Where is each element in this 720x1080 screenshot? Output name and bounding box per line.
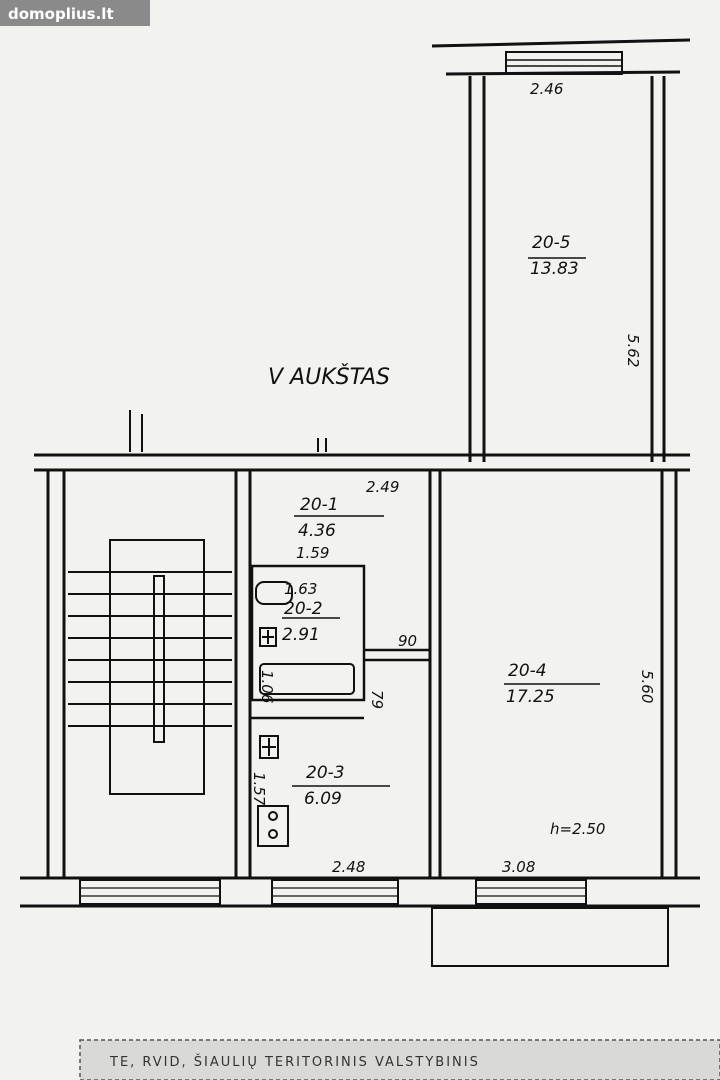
staircase xyxy=(68,539,232,795)
room-20-1-number: 20-1 xyxy=(300,495,339,515)
room-20-4-area: 17.25 xyxy=(506,687,555,707)
room-20-5-number: 20-5 xyxy=(532,233,571,253)
sink-icon xyxy=(259,627,277,647)
dim-kitchen-width: 2.48 xyxy=(332,858,365,876)
floor-title: V AUKŠTAS xyxy=(268,364,390,390)
fixtures xyxy=(255,257,600,847)
room-20-4-number: 20-4 xyxy=(508,661,547,681)
dim-wall-small: 79 xyxy=(368,690,386,709)
dim-bath-width: 1.63 xyxy=(284,580,317,598)
room-20-3-area: 6.09 xyxy=(304,789,342,809)
dim-room4-depth: 5.60 xyxy=(638,670,656,703)
room-20-3-number: 20-3 xyxy=(306,763,345,783)
watermark-text: domoplius.lt xyxy=(8,5,114,23)
ceiling-height: h=2.50 xyxy=(550,820,605,838)
dim-top-window: 2.46 xyxy=(530,80,563,98)
stove-icon xyxy=(257,805,289,847)
bathtub-icon xyxy=(259,663,355,695)
kitchen-sink-icon xyxy=(259,735,279,759)
dim-hall-depth: 1.59 xyxy=(296,544,329,562)
watermark-bg xyxy=(0,0,150,26)
dim-room4-width: 3.08 xyxy=(502,858,535,876)
room-20-1-area: 4.36 xyxy=(298,521,336,541)
dim-bath-side: 1.06 xyxy=(258,670,276,703)
footer-text: TE, RVID, ŠIAULIŲ TERITORINIS VALSTYBINI… xyxy=(109,1054,480,1070)
room-20-5-area: 13.83 xyxy=(530,259,579,279)
room-20-2-area: 2.91 xyxy=(282,625,320,645)
footer-stamp xyxy=(79,1039,720,1080)
dim-door-small: 90 xyxy=(398,632,417,650)
room-20-2-number: 20-2 xyxy=(284,599,323,619)
dim-room5-depth: 5.62 xyxy=(624,334,642,367)
walls xyxy=(20,38,700,967)
dim-hall-width: 2.49 xyxy=(366,478,399,496)
toilet-icon xyxy=(255,581,293,605)
dim-kitchen-side: 1.57 xyxy=(250,772,268,806)
